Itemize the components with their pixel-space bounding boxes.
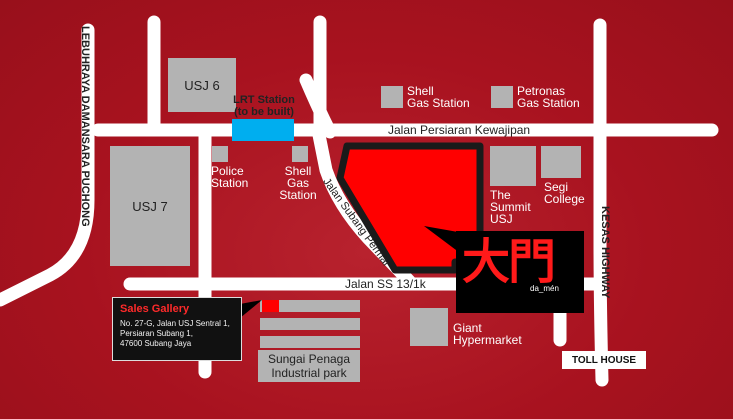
label-petronas-line1: Petronas	[517, 84, 566, 98]
label-segi: Segi College	[544, 181, 585, 205]
label-summit-line3: USJ	[490, 212, 513, 226]
sales-gallery-address-line2: Persiaran Subang 1,	[120, 329, 193, 338]
block-segi	[541, 146, 581, 178]
label-ss13: Jalan SS 13/1k	[345, 277, 426, 291]
label-petronas: Petronas Gas Station	[517, 85, 580, 109]
block-summit	[490, 146, 536, 186]
label-lebuhraya: LEBUHRAYA DAMANSARA PUCHONG	[79, 26, 91, 227]
block-penaga-2	[260, 318, 360, 330]
block-penaga-1	[260, 300, 360, 312]
logo-pointer	[424, 226, 458, 250]
label-lrt: LRT Station (to be built)	[226, 94, 302, 118]
label-segi-line2: College	[544, 192, 585, 206]
label-giant-line2: Hypermarket	[453, 333, 522, 347]
label-police: Police Station	[211, 165, 248, 189]
label-shell-mid-line3: Station	[279, 188, 317, 202]
block-giant	[410, 308, 448, 346]
label-persiaran-kewajipan: Jalan Persiaran Kewajipan	[388, 123, 531, 137]
damen-logo: 大門 da_mén	[456, 231, 584, 313]
label-shell-top-line1: Shell	[407, 84, 434, 98]
label-giant: Giant Hypermarket	[453, 322, 522, 346]
sales-gallery-pointer	[240, 300, 262, 318]
sales-gallery-address-line1: No. 27-G, Jalan USJ Sentral 1,	[120, 319, 230, 328]
label-giant-line1: Giant	[453, 321, 482, 335]
road-kesas	[593, 18, 609, 387]
road-lebuhraya	[0, 23, 95, 307]
label-shell-top-line2: Gas Station	[407, 96, 470, 110]
label-penaga-line2: Industrial park	[271, 366, 347, 380]
label-police-line1: Police	[211, 164, 244, 178]
block-penaga-label-bg	[258, 350, 360, 382]
label-usj6: USJ 6	[184, 77, 220, 93]
road-subang-permai-loop	[299, 73, 337, 139]
label-summit-line2: Summit	[490, 200, 531, 214]
sales-gallery-title: Sales Gallery	[120, 303, 190, 315]
label-usj7: USJ 7	[132, 198, 168, 214]
label-shell-mid-line1: Shell	[284, 164, 312, 178]
lrt-station-marker	[232, 119, 294, 141]
label-shell-mid: Shell Gas Station	[270, 165, 326, 201]
damen-logo-wordmark: da_mén	[530, 284, 559, 293]
label-penaga-line1: Sungai Penaga	[267, 352, 351, 366]
label-segi-line1: Segi	[544, 180, 569, 194]
label-petronas-line2: Gas Station	[517, 96, 580, 110]
block-police	[212, 146, 228, 162]
block-usj7	[110, 146, 190, 266]
block-shell-top	[381, 86, 403, 108]
label-summit-line1: The	[490, 188, 511, 202]
label-kesas: KESAS HIGHWAY	[599, 206, 611, 299]
label-lrt-line2: (to be built)	[234, 106, 294, 118]
sales-gallery-marker	[262, 300, 279, 312]
road-subang-permai	[311, 123, 419, 291]
label-penaga: Sungai Penaga Industrial park	[258, 352, 360, 380]
label-summit: The Summit USJ	[490, 189, 531, 225]
label-shell-mid-line2: Gas	[286, 176, 309, 190]
sales-gallery-callout: Sales Gallery No. 27-G, Jalan USJ Sentra…	[112, 297, 242, 361]
label-lrt-line1: LRT Station	[233, 94, 295, 106]
block-penaga-3	[260, 336, 360, 348]
label-shell-top: Shell Gas Station	[407, 85, 470, 109]
label-police-line2: Station	[211, 176, 249, 190]
block-shell-mid	[292, 146, 308, 162]
block-petronas	[491, 86, 513, 108]
sales-gallery-address-line3: 47600 Subang Jaya	[120, 339, 192, 348]
toll-house-label: TOLL HOUSE	[562, 351, 646, 369]
damen-logo-glyph: 大門	[462, 234, 556, 290]
block-usj6	[168, 58, 236, 112]
